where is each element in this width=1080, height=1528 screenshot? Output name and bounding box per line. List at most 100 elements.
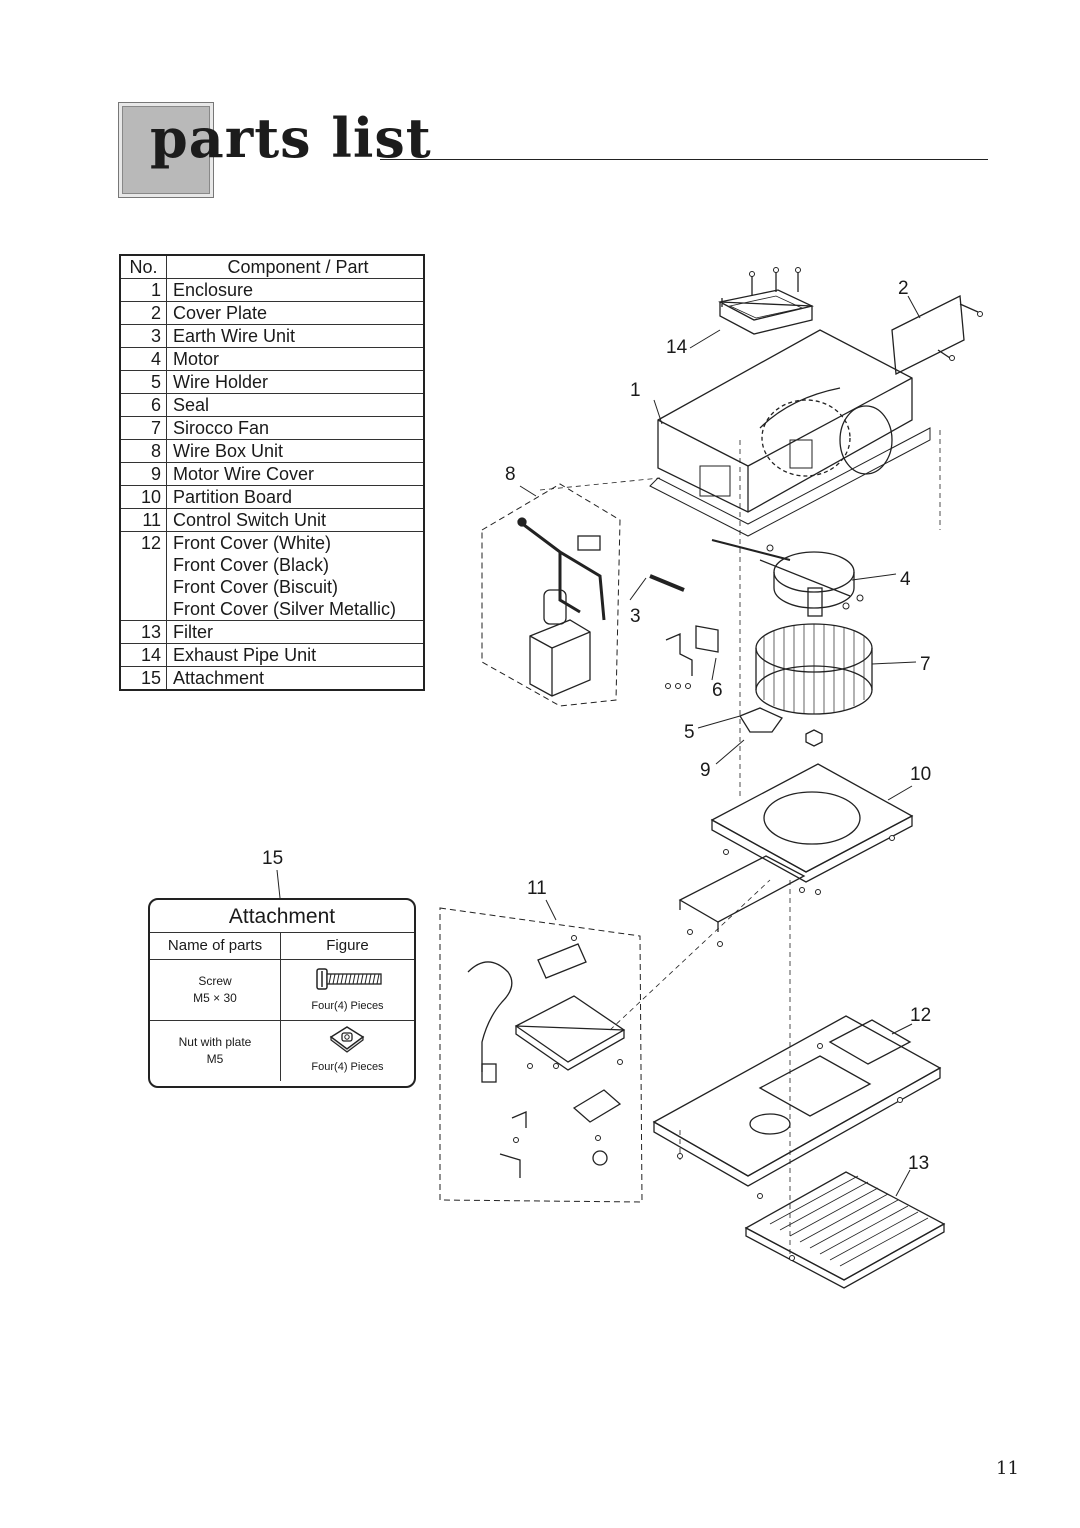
attachment-box: Attachment Name of parts Figure Screw M5… xyxy=(148,898,416,1088)
parts-table-header: No. Component / Part xyxy=(120,255,424,279)
part-name: Control Switch Unit xyxy=(166,508,424,532)
parts-table-row: Front Cover (Biscuit) xyxy=(120,576,424,598)
part-name: Exhaust Pipe Unit xyxy=(166,643,424,667)
part-number: 10 xyxy=(120,485,167,509)
part-name: Front Cover (Biscuit) xyxy=(173,577,339,597)
part-name: Partition Board xyxy=(166,485,424,509)
attachment-header-row: Name of parts Figure xyxy=(150,933,414,960)
page-header: parts list xyxy=(118,102,998,202)
part-name: Sirocco Fan xyxy=(166,416,424,440)
label-13: 13 xyxy=(908,1153,929,1174)
partition-board xyxy=(678,763,914,932)
part-number: 9 xyxy=(120,462,167,486)
attachment-item-size: M5 xyxy=(206,1052,224,1066)
page-number: 11 xyxy=(996,1458,1019,1479)
label-12: 12 xyxy=(910,1005,931,1026)
part-number: 3 xyxy=(120,324,167,348)
part-name: Seal xyxy=(166,393,424,417)
part-number: 4 xyxy=(120,347,167,371)
attachment-item-name: Screw xyxy=(198,974,232,988)
col-no-header: No. xyxy=(120,255,167,279)
label-1: 1 xyxy=(630,380,641,401)
part-name: Wire Box Unit xyxy=(166,439,424,463)
label-14: 14 xyxy=(666,337,688,358)
attachment-figure-header: Figure xyxy=(326,937,369,954)
part-name: Front Cover (Black) xyxy=(173,555,330,575)
label-10: 10 xyxy=(910,764,931,785)
control-switch-unit xyxy=(439,907,643,1203)
label-5: 5 xyxy=(684,722,695,743)
part-number: 13 xyxy=(120,620,167,644)
wire-box-unit xyxy=(481,483,621,707)
motor xyxy=(711,539,855,617)
part-name: Motor Wire Cover xyxy=(166,462,424,486)
front-cover xyxy=(652,1015,942,1187)
part-number: 15 xyxy=(120,666,167,691)
col-component-header: Component / Part xyxy=(166,255,424,279)
earth-wire xyxy=(649,574,685,592)
label-7: 7 xyxy=(920,654,931,675)
attachment-item-name: Nut with plate xyxy=(178,1035,252,1049)
parts-table-row: 12 Front Cover (White) xyxy=(120,531,424,554)
title-decor-box xyxy=(118,102,214,198)
label-2: 2 xyxy=(898,278,909,299)
part-name: Enclosure xyxy=(166,278,424,302)
attachment-item-size: M5 × 30 xyxy=(193,991,237,1005)
alignment-lines xyxy=(539,430,941,1260)
part-name: Filter xyxy=(166,620,424,644)
attachment-title: Attachment xyxy=(150,900,414,933)
screw-icon xyxy=(316,968,382,990)
part-number: 11 xyxy=(120,508,167,532)
part-number: 12 xyxy=(120,531,167,554)
screws xyxy=(513,267,983,1261)
nut-plate-icon xyxy=(329,1026,365,1053)
parts-table-row: Front Cover (Black) xyxy=(120,554,424,576)
label-11: 11 xyxy=(527,878,547,899)
attachment-item-nut: Nut with plate M5 Four(4) Pieces xyxy=(150,1021,414,1081)
label-8: 8 xyxy=(505,464,516,485)
attachment-item-screw: Screw M5 × 30 Four(4) Pieces xyxy=(150,960,414,1021)
part-name: Cover Plate xyxy=(166,301,424,325)
attachment-item-quantity: Four(4) Pieces xyxy=(311,1061,384,1073)
cover-plate xyxy=(891,294,979,376)
part-number: 2 xyxy=(120,301,167,325)
part-number xyxy=(120,598,167,621)
part-name: Wire Holder xyxy=(166,370,424,394)
part-number xyxy=(120,576,167,598)
part-number: 8 xyxy=(120,439,167,463)
part-name: Earth Wire Unit xyxy=(166,324,424,348)
part-number xyxy=(120,554,167,576)
leader-lines xyxy=(276,295,921,1197)
part-number: 6 xyxy=(120,393,167,417)
sirocco-fan xyxy=(755,623,873,747)
part-number: 7 xyxy=(120,416,167,440)
part-number: 1 xyxy=(120,278,167,302)
enclosure xyxy=(649,329,931,537)
label-9: 9 xyxy=(700,760,711,781)
filter xyxy=(744,1171,946,1289)
label-3: 3 xyxy=(630,606,641,627)
part-name: Front Cover (White) xyxy=(173,533,332,553)
parts-table-row: Front Cover (Silver Metallic) xyxy=(120,598,424,621)
title-rule xyxy=(380,159,988,160)
attachment-callout: 15 xyxy=(262,848,284,869)
seal-and-holder xyxy=(665,625,783,733)
part-name: Front Cover (Silver Metallic) xyxy=(166,598,424,621)
part-number: 5 xyxy=(120,370,167,394)
attachment-name-header: Name of parts xyxy=(150,933,281,959)
